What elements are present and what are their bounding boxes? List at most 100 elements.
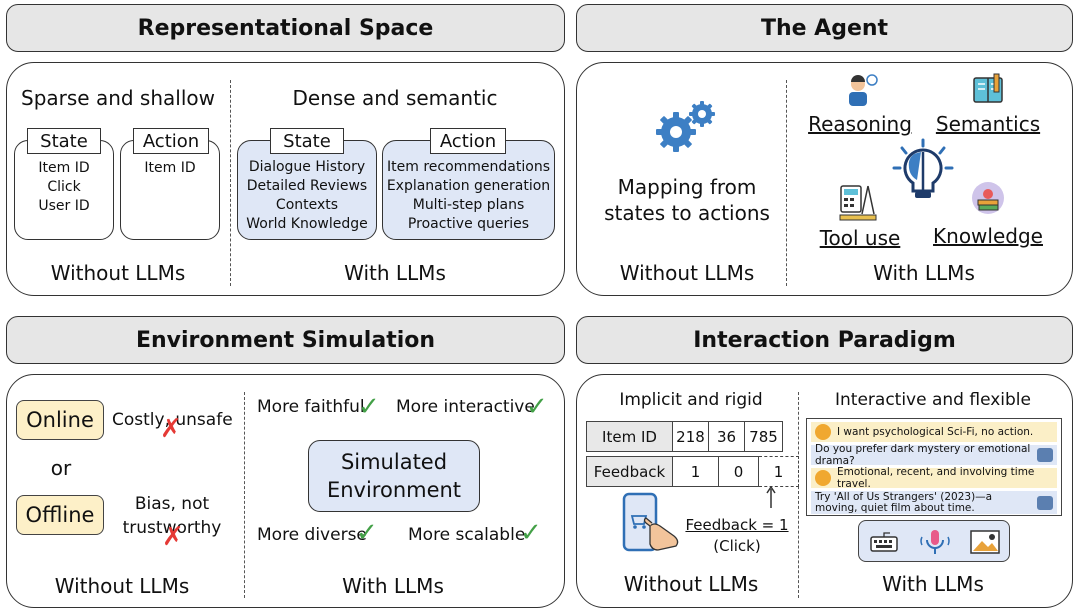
action-item: Item ID: [144, 160, 196, 176]
chat-text: Try 'All of Us Strangers' (2023)—a movin…: [815, 490, 993, 514]
item-id-cell: 785: [744, 421, 783, 452]
reasoning-label: Reasoning: [808, 112, 912, 136]
feedback-cell: 1: [672, 456, 719, 487]
tool-use-icon: [839, 185, 877, 221]
online-cross-mark: ✗: [160, 414, 182, 444]
sparse-state-label: State: [27, 128, 101, 154]
robot-icon: [1037, 495, 1053, 510]
offline-cross-mark: ✗: [162, 522, 184, 552]
env-sim-divider: [244, 392, 245, 598]
feedback-cell: 0: [718, 456, 759, 487]
agent-title: The Agent: [760, 15, 889, 41]
chat-text: I want psychological Sci-Fi, no action.: [837, 426, 1034, 438]
offline-tag: Offline: [16, 495, 104, 535]
interactive-check-icon: ✓: [526, 392, 548, 422]
offline-con-line: trustworthy: [122, 518, 222, 538]
agent-footer-with: With LLMs: [873, 261, 975, 285]
input-modalities-bar: [858, 520, 1010, 562]
action-item: Multi-step plans: [412, 197, 525, 213]
semantics-book-icon: [973, 73, 1003, 103]
microphone-icon[interactable]: [919, 527, 951, 557]
env-footer-without: Without LLMs: [54, 574, 190, 598]
env-sim-header: Environment Simulation: [6, 316, 565, 364]
benefit-scalable: More scalable: [408, 525, 526, 545]
sparse-state-items: Item ID Click User ID: [15, 159, 113, 216]
chat-text: Do you prefer dark mystery or emotional …: [815, 443, 1031, 467]
table-row: Item ID 218 36 785: [586, 421, 783, 452]
offline-con: Bias, not trustworthy: [123, 492, 222, 540]
gears-icon: [656, 101, 715, 152]
feedback-label: Feedback: [586, 456, 673, 487]
dense-heading: Dense and semantic: [292, 86, 498, 110]
action-item: Proactive queries: [407, 216, 530, 232]
state-item: Click: [47, 179, 81, 195]
interaction-footer-without: Without LLMs: [623, 572, 759, 596]
sparse-action-label: Action: [133, 128, 209, 154]
dense-state-items: Dialogue History Detailed Reviews Contex…: [238, 158, 376, 234]
scalable-check-icon: ✓: [520, 518, 542, 548]
state-item: Dialogue History: [248, 159, 366, 175]
benefit-faithful: More faithful: [257, 397, 365, 417]
action-item: Item recommendations: [387, 159, 550, 175]
tool-use-label: Tool use: [819, 226, 901, 250]
online-tag: Online: [16, 400, 104, 440]
chat-text: Emotional, recent, and involving time tr…: [837, 466, 1035, 490]
offline-con-line: Bias, not: [134, 494, 210, 514]
agent-divider: [786, 80, 787, 286]
phone-tap-icon: [622, 492, 679, 552]
interaction-header: Interaction Paradigm: [576, 316, 1073, 364]
chat-message-user: I want psychological Sci-Fi, no action.: [811, 422, 1057, 442]
diverse-check-icon: ✓: [356, 518, 378, 548]
sparse-heading: Sparse and shallow: [21, 86, 215, 110]
simulated-environment-box: Simulated Environment: [308, 440, 480, 512]
semantics-label: Semantics: [935, 112, 1041, 136]
brain-bulb-icon: [892, 138, 954, 198]
interaction-divider: [798, 392, 799, 598]
keyboard-icon[interactable]: [869, 529, 899, 555]
agent-header: The Agent: [576, 4, 1073, 52]
item-id-cell: 36: [708, 421, 745, 452]
chat-window: I want psychological Sci-Fi, no action. …: [806, 418, 1062, 516]
chat-message-bot: Do you prefer dark mystery or emotional …: [811, 443, 1057, 467]
benefit-diverse: More diverse: [257, 525, 367, 545]
agent-footer-without: Without LLMs: [619, 261, 755, 285]
feedback-table: Feedback 1 0 1: [586, 456, 799, 487]
item-id-label: Item ID: [586, 421, 673, 452]
state-item: Item ID: [38, 160, 90, 176]
user-avatar-icon: [815, 424, 831, 440]
interaction-footer-with: With LLMs: [882, 572, 984, 596]
dense-action-items: Item recommendations Explanation generat…: [383, 158, 554, 234]
robot-icon: [1037, 448, 1053, 462]
dense-state-label: State: [270, 128, 344, 154]
interactive-heading: Interactive and flexible: [835, 390, 1031, 410]
state-item: User ID: [38, 198, 90, 214]
interaction-title: Interaction Paradigm: [693, 327, 956, 353]
mapping-text: Mapping from states to actions: [604, 174, 770, 226]
user-avatar-icon: [815, 470, 831, 486]
rep-space-header: Representational Space: [6, 4, 565, 52]
state-item: World Knowledge: [246, 216, 368, 232]
chat-message-bot: Try 'All of Us Strangers' (2023)—a movin…: [811, 491, 1057, 514]
click-note: (Click): [713, 537, 761, 555]
item-id-cell: 218: [672, 421, 709, 452]
online-con: Costly, unsafe: [112, 410, 233, 430]
image-icon[interactable]: [969, 528, 1001, 556]
knowledge-books-icon: [972, 182, 1004, 214]
dense-state-card: Dialogue History Detailed Reviews Contex…: [237, 140, 377, 240]
knowledge-label: Knowledge: [933, 224, 1043, 248]
env-sim-title: Environment Simulation: [135, 327, 436, 353]
rep-footer-with: With LLMs: [344, 261, 446, 285]
benefit-interactive: More interactive: [396, 397, 535, 417]
sparse-action-card: Item ID: [120, 140, 220, 240]
feedback-cell: 1: [758, 456, 799, 487]
state-item: Detailed Reviews: [246, 178, 368, 194]
reasoning-person-icon: [849, 74, 878, 106]
rep-space-divider: [230, 80, 231, 286]
dense-action-card: Item recommendations Explanation generat…: [382, 140, 555, 240]
item-id-table: Item ID 218 36 785: [586, 421, 783, 452]
sparse-action-items: Item ID: [121, 159, 219, 178]
action-item: Explanation generation: [386, 178, 551, 194]
rep-footer-without: Without LLMs: [50, 261, 186, 285]
or-text: or: [50, 456, 72, 480]
mapping-line: Mapping from: [617, 175, 757, 199]
